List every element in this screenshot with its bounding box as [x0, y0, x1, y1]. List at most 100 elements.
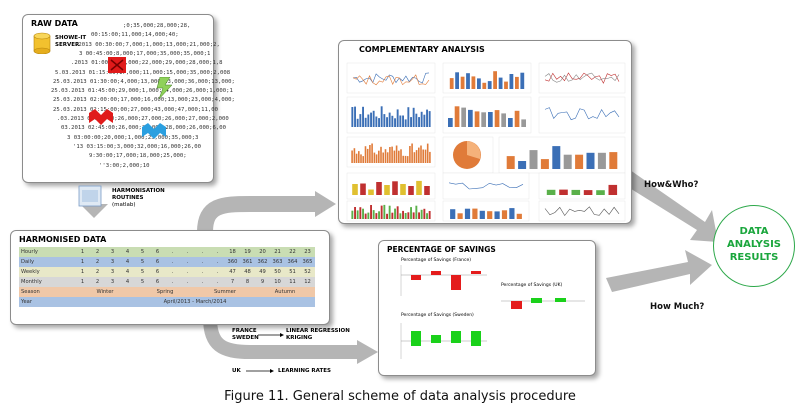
thumb-bar	[575, 154, 584, 169]
thumb-bar	[383, 204, 386, 219]
raw-data-panel: RAW DATA SHOWE-IT SERVER ;0;35,000;28,00…	[22, 14, 235, 183]
server-label-1: SHOWE-IT	[55, 35, 87, 41]
thumb-bar	[479, 210, 485, 219]
thumb-chart-8	[442, 136, 494, 174]
thumb-bar	[448, 118, 453, 127]
thumb-bar	[353, 148, 356, 163]
harmonised-cell: 6	[155, 259, 160, 265]
bar-france-2	[431, 271, 441, 275]
harmonised-cell: 362	[257, 259, 268, 265]
thumb-bar	[415, 150, 418, 163]
thumb-chart-9	[498, 136, 626, 174]
harmonised-cell: 50	[274, 269, 281, 275]
thumb-bar	[354, 106, 356, 127]
chart-title-uk: Percentage of Savings (UK)	[501, 283, 563, 288]
thumb-bar	[396, 109, 399, 127]
thumb-bar	[371, 143, 373, 163]
method-sweden: SWEDEN	[232, 335, 259, 341]
thumb-chart-3	[538, 62, 626, 94]
thumb-bar	[366, 148, 369, 163]
thumb-bar	[428, 211, 431, 219]
harmonised-cell: .	[171, 269, 174, 275]
thumb-bar	[466, 73, 470, 89]
raw-data-line: ;0;35,000;28,000;28,	[123, 23, 191, 29]
harmonised-cell: .	[216, 279, 219, 285]
thumb-bar	[372, 110, 375, 127]
thumb-bar	[457, 213, 463, 219]
thumb-bar	[494, 110, 500, 127]
thumb-bar	[386, 117, 388, 127]
thumb-chart-14	[442, 200, 530, 222]
thumb-bar	[359, 207, 362, 219]
thumb-bar	[546, 189, 556, 195]
thumb-bar	[596, 190, 605, 195]
thumb-chart-12	[538, 172, 626, 200]
harmonised-cell: 5	[140, 269, 145, 275]
harmonised-cell: 3	[110, 249, 115, 255]
raw-data-line: 5.03.2013 01:15:00;17,000;11,000;15,000;…	[55, 69, 231, 76]
thumb-bar	[399, 115, 402, 127]
thumb-bar	[423, 208, 426, 219]
raw-data-line: 25.03.2013 01:30:00;4,000;13,000;23,000;…	[53, 78, 235, 85]
thumb-bar	[508, 118, 513, 127]
thumb-bar	[423, 114, 426, 127]
harmonised-cell: 8	[245, 279, 250, 285]
harmonised-cell: 6	[155, 269, 160, 275]
thumb-bar	[418, 117, 420, 127]
thumb-bar	[402, 115, 404, 127]
chart-title-france: Percentage of Savings (France)	[401, 258, 471, 263]
harmonisation-line-3: (matlab)	[112, 202, 136, 208]
harmonised-cell: .	[201, 259, 204, 265]
thumb-bar	[409, 146, 411, 163]
thumb-bar	[362, 156, 364, 163]
thumb-bar	[380, 205, 383, 219]
thumb-bar	[515, 76, 519, 89]
thumb-bar	[608, 184, 618, 195]
thumb-bar	[356, 118, 359, 127]
chart-thumbnails	[346, 62, 626, 222]
thumb-bar	[394, 208, 396, 219]
thumb-bar	[461, 107, 466, 127]
thumb-bar	[378, 150, 380, 163]
thumb-bar	[412, 107, 415, 127]
thumb-line	[352, 74, 430, 86]
thumb-bar	[378, 118, 380, 127]
thumb-bar	[468, 109, 473, 127]
thumb-chart-5	[442, 96, 532, 134]
harmonised-cell: 2	[95, 249, 100, 255]
harmonised-cell: 1	[80, 279, 85, 285]
harmonised-cell: 12	[304, 279, 311, 285]
season-label: Season	[21, 289, 40, 295]
thumb-bar	[398, 150, 400, 163]
thumb-bar	[471, 76, 476, 89]
harmonised-row-label: Monthly	[21, 279, 42, 285]
method-uk: UK	[232, 368, 241, 374]
harmonised-row-label: Weekly	[21, 269, 40, 275]
harmonised-cell: 6	[155, 249, 160, 255]
thumb-bar	[396, 206, 399, 219]
harmonised-cell: 3	[110, 279, 115, 285]
results-line-2: ANALYSIS	[726, 239, 782, 250]
thumb-chart-15	[538, 200, 626, 222]
harmonised-cell: 18	[229, 249, 236, 255]
thumb-bar	[400, 184, 406, 195]
thumb-bar	[521, 119, 526, 127]
harmonised-row-label: Hourly	[21, 249, 39, 255]
thumb-bar	[516, 213, 522, 219]
thumb-bar	[358, 151, 360, 163]
thumb-bar	[402, 155, 404, 163]
thumb-chart-1	[346, 62, 436, 94]
harmonised-cell: .	[186, 259, 189, 265]
thumb-bar	[355, 153, 358, 163]
arrow-harmonised-to-savings	[203, 317, 360, 359]
harmonised-cell: 4	[125, 249, 130, 255]
thumb-bar	[487, 211, 493, 219]
thumb-bar	[450, 209, 456, 219]
harmonised-cell: .	[216, 249, 219, 255]
harmonised-cell: 3	[110, 259, 115, 265]
thumb-bar	[426, 143, 429, 163]
